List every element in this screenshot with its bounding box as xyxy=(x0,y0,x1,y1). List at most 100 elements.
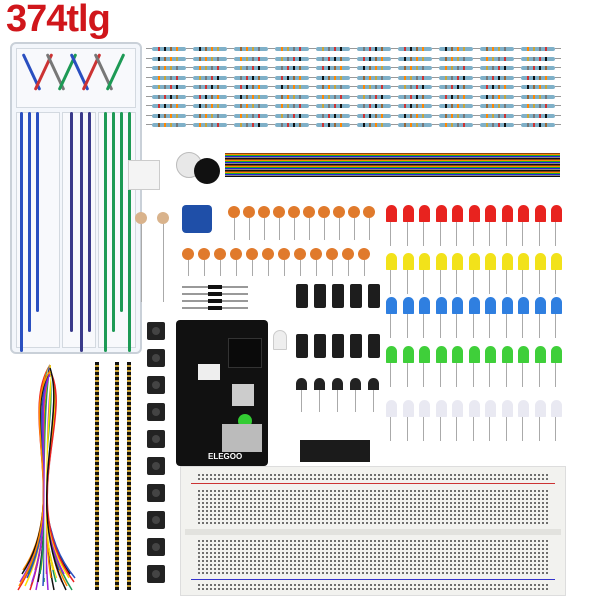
led-leg xyxy=(439,222,441,246)
jumper-wire-bundle xyxy=(17,364,78,591)
photoresistor xyxy=(157,212,169,224)
resistor xyxy=(228,75,274,80)
led-leg xyxy=(472,270,474,294)
led xyxy=(419,400,430,417)
ribbon-wire xyxy=(225,166,560,168)
led xyxy=(386,346,397,363)
ribbon-wire xyxy=(225,154,560,156)
electrolytic-capacitor xyxy=(368,334,380,358)
led xyxy=(386,297,397,314)
led-leg xyxy=(456,417,457,441)
led-leg xyxy=(439,417,441,441)
ribbon-wire xyxy=(225,160,560,162)
power-rail xyxy=(197,473,549,481)
electrolytic-capacitor xyxy=(296,334,308,358)
resistor xyxy=(433,85,479,89)
led xyxy=(534,346,546,363)
transistor-leg xyxy=(355,390,356,412)
ribbon-wire xyxy=(225,158,560,160)
jumper-wire xyxy=(31,373,51,583)
ceramic-capacitor xyxy=(303,206,315,218)
ceramic-capacitor xyxy=(243,206,255,218)
resistor xyxy=(146,75,192,80)
resistor xyxy=(228,85,274,89)
capacitor-leg xyxy=(324,218,325,240)
photoresistor-leg xyxy=(141,224,142,302)
capacitor-leg xyxy=(332,260,333,276)
led-leg xyxy=(489,417,490,441)
resistor xyxy=(515,85,561,89)
electrolytic-capacitor xyxy=(314,284,326,308)
resistor xyxy=(392,56,438,61)
led-leg xyxy=(505,363,507,387)
resistor xyxy=(433,104,479,108)
resistor xyxy=(392,85,438,89)
ceramic-capacitor xyxy=(273,206,285,218)
led xyxy=(435,253,447,270)
led xyxy=(485,297,496,314)
ribbon-wire xyxy=(225,157,560,159)
jumper-wire xyxy=(104,112,107,352)
led xyxy=(435,346,447,363)
resistor xyxy=(187,66,233,70)
ceramic-capacitor xyxy=(326,248,338,260)
led-leg xyxy=(456,363,457,387)
jumper-wire xyxy=(45,364,54,571)
pin-header xyxy=(115,362,119,590)
led xyxy=(435,400,447,417)
led-leg xyxy=(456,270,457,294)
ribbon-wire xyxy=(225,168,560,170)
resistor xyxy=(433,94,479,99)
diode xyxy=(182,285,248,289)
led-leg xyxy=(390,270,391,294)
led xyxy=(419,297,430,314)
power-rail xyxy=(197,583,549,591)
ribbon-wire xyxy=(225,161,560,163)
ribbon-wire xyxy=(225,163,560,165)
led-leg xyxy=(472,417,474,441)
ribbon-wire xyxy=(225,160,560,162)
led xyxy=(518,253,529,270)
ribbon-wire xyxy=(225,164,560,166)
ceramic-capacitor xyxy=(333,206,345,218)
resistor xyxy=(433,123,479,127)
led xyxy=(551,205,562,222)
led-leg xyxy=(505,270,507,294)
led-leg xyxy=(406,222,408,246)
ribbon-wire xyxy=(225,153,560,155)
pin-header xyxy=(127,362,131,590)
transistor xyxy=(332,378,343,390)
push-button xyxy=(147,376,165,394)
led xyxy=(534,297,546,314)
resistor xyxy=(269,123,315,127)
led-leg xyxy=(406,270,408,294)
resistor xyxy=(269,75,315,80)
ribbon-wire xyxy=(225,176,560,178)
resistor xyxy=(228,94,274,99)
resistor xyxy=(351,56,397,61)
push-button xyxy=(147,457,165,475)
resistor xyxy=(310,104,356,108)
electrolytic-capacitor xyxy=(350,334,362,358)
led-leg xyxy=(406,314,408,338)
ceramic-capacitor xyxy=(262,248,274,260)
diode xyxy=(182,299,248,303)
capacitor-leg xyxy=(268,260,269,276)
transistor xyxy=(314,378,325,390)
ceramic-capacitor xyxy=(214,248,226,260)
transistor-leg xyxy=(373,390,374,412)
push-button xyxy=(147,511,165,529)
ribbon-wire xyxy=(225,173,560,175)
jumper-wire xyxy=(70,112,73,332)
led xyxy=(534,205,546,222)
resistor xyxy=(146,85,192,89)
jumper-wire xyxy=(112,112,115,332)
resistor xyxy=(474,123,520,127)
capacitor-leg xyxy=(369,218,370,240)
resistor xyxy=(351,104,397,108)
resistor xyxy=(269,66,315,70)
ribbon-wire xyxy=(225,169,560,171)
push-button xyxy=(147,322,165,340)
ribbon-wire xyxy=(225,153,560,154)
led xyxy=(468,297,480,314)
